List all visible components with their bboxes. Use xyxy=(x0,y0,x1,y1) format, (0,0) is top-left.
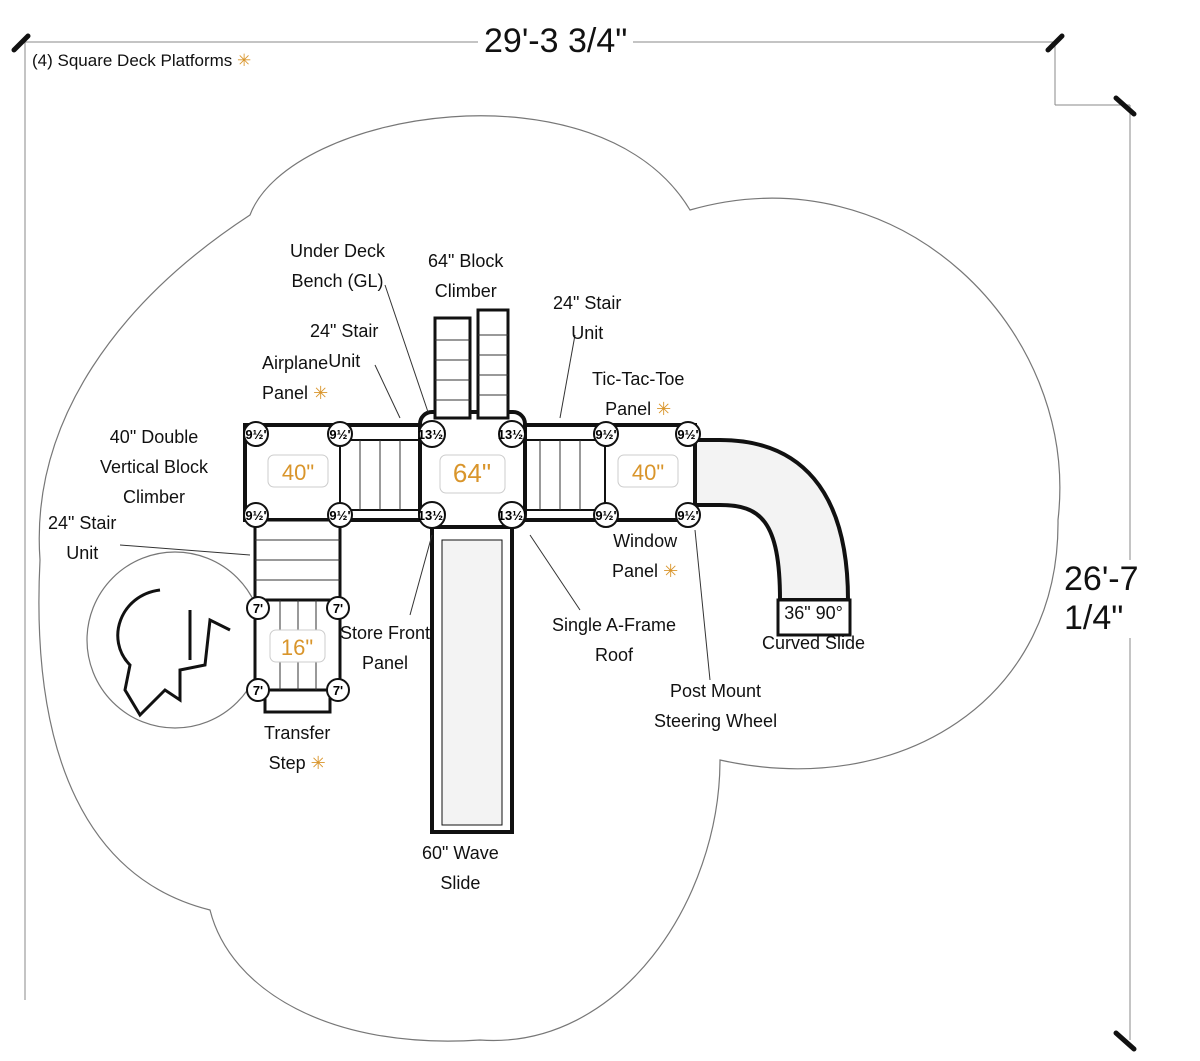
deck-platforms-note: (4) Square Deck Platforms ✳ xyxy=(32,51,252,70)
deck-label: 40" xyxy=(282,460,314,485)
curved-slide xyxy=(693,438,852,637)
deck-label: 40" xyxy=(632,460,664,485)
deck-label: 16" xyxy=(281,635,313,660)
post-label: 9½' xyxy=(677,427,698,442)
post-label: 9½' xyxy=(595,427,616,442)
post-label: 9½' xyxy=(329,508,350,523)
wheelchair-symbol-icon xyxy=(116,588,231,718)
leader-lines xyxy=(119,284,711,681)
post-label: 9½' xyxy=(245,508,266,523)
post-label: 7' xyxy=(253,601,263,616)
posts xyxy=(243,420,701,702)
label-curved-slide: 36" 90°Curved Slide xyxy=(762,603,866,653)
deck-label: 64" xyxy=(453,458,491,488)
post-label: 7' xyxy=(253,683,263,698)
post-label: 13½' xyxy=(498,508,526,523)
safety-zone-outline xyxy=(38,115,1061,1042)
width-dimension: 29'-3 3/4" xyxy=(478,22,634,61)
dimension-lines xyxy=(22,41,1131,1040)
dimension-ticks xyxy=(11,33,1137,1052)
depth-dimension: 26'-7 1/4" xyxy=(1060,560,1200,638)
post-label: 13½' xyxy=(498,427,526,442)
post-label: 9½' xyxy=(595,508,616,523)
post-label: 9½' xyxy=(677,508,698,523)
post-label: 7' xyxy=(333,683,343,698)
wave-slide xyxy=(430,525,514,834)
post-label: 13½' xyxy=(418,508,446,523)
post-label: 7' xyxy=(333,601,343,616)
post-label: 13½' xyxy=(418,427,446,442)
post-label: 9½' xyxy=(329,427,350,442)
post-height-labels: 9½' 9½' 9½' 9½' 13½' 13½' 13½' 13½' 9½' 9½' 9… xyxy=(245,427,698,698)
accessible-zone xyxy=(86,551,264,729)
deck-size-labels: 40" 64" 40" 16" xyxy=(267,454,679,663)
post-label: 9½' xyxy=(245,427,266,442)
